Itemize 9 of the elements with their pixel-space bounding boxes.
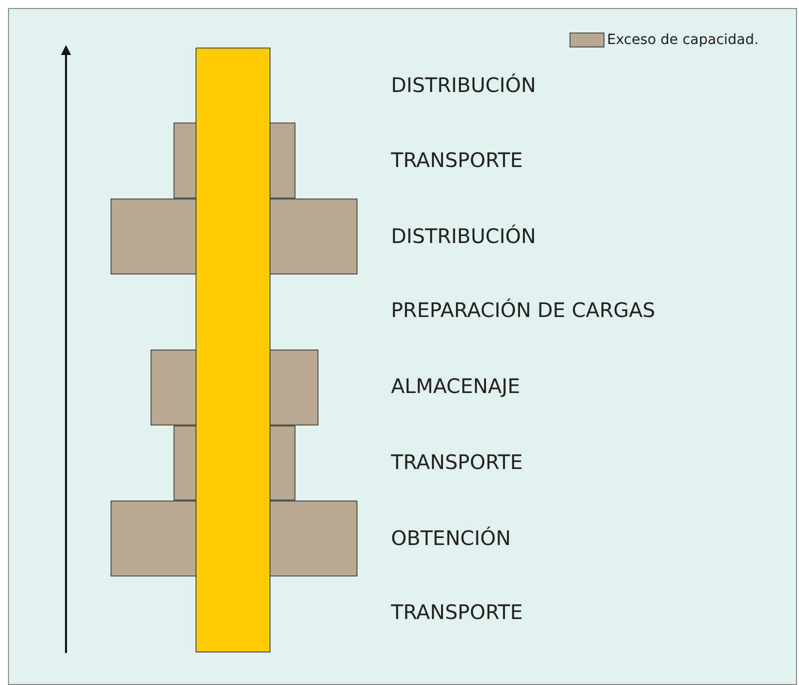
stage-label: TRANSPORTE [391,600,523,624]
stage-label: TRANSPORTE [391,148,523,172]
stage-label: DISTRIBUCIÓN [391,224,536,248]
stage-label: DISTRIBUCIÓN [391,73,536,97]
legend-label: Exceso de capacidad. [607,31,759,49]
stage-label: OBTENCIÓN [391,526,511,550]
stage-label: PREPARACIÓN DE CARGAS [391,298,656,322]
stage-label: TRANSPORTE [391,450,523,474]
stage-label: ALMACENAJE [391,374,520,398]
